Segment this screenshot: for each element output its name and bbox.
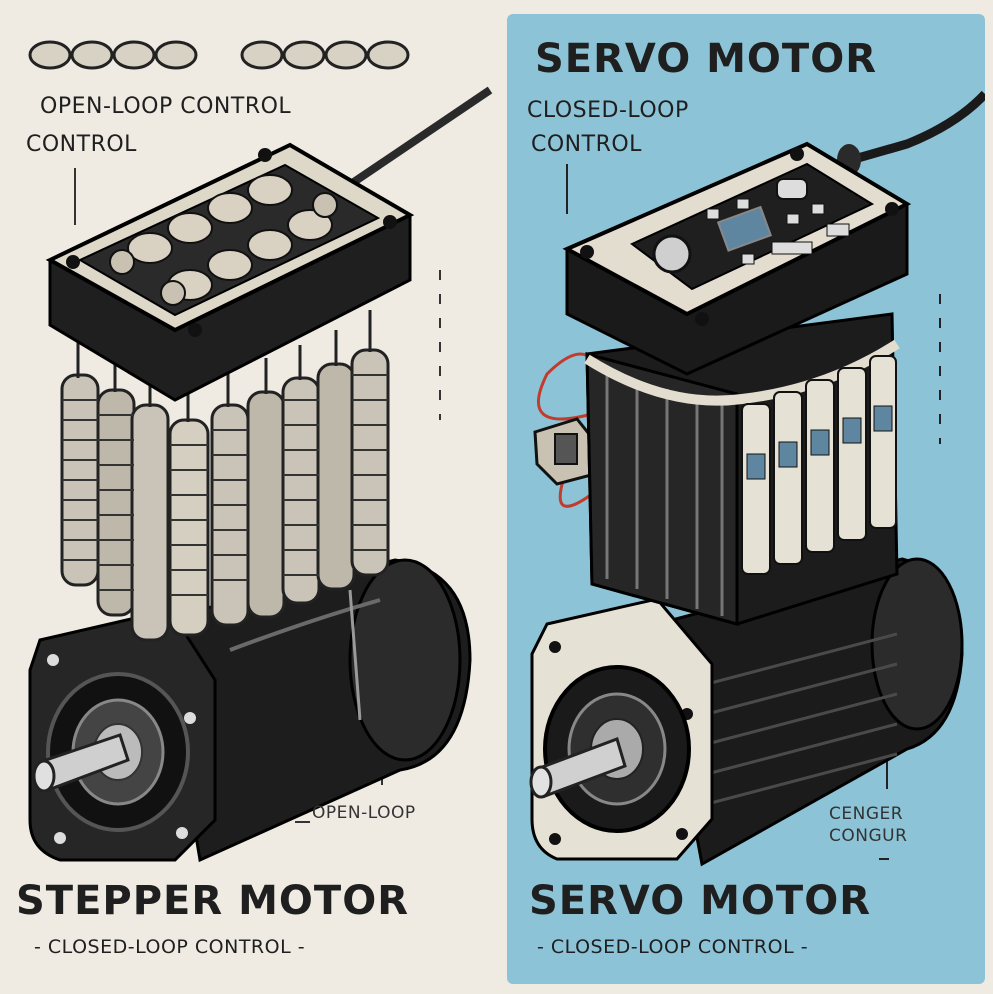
coil-windings bbox=[62, 374, 388, 596]
servo-panel: SERVO MOTOR CLOSED-LOOP CONTROL CENGER C… bbox=[507, 14, 985, 984]
stepper-front-flange bbox=[28, 608, 217, 862]
stepper-terminal-box bbox=[45, 142, 415, 402]
stepper-shaft bbox=[32, 733, 130, 793]
left-label-top-line2: CONTROL bbox=[26, 132, 137, 157]
servo-motor-body bbox=[655, 557, 964, 867]
right-label-top-line2: CONTROL bbox=[531, 132, 642, 157]
right-label-side-line1: CENGER bbox=[829, 804, 904, 824]
servo-front-flange bbox=[530, 597, 714, 861]
servo-shaft bbox=[529, 737, 627, 799]
servo-housing bbox=[584, 312, 900, 626]
left-label-top-line1: OPEN-LOOP CONTROL bbox=[40, 94, 292, 119]
stepper-motor-illustration bbox=[28, 40, 493, 863]
servo-title: SERVO MOTOR bbox=[529, 878, 872, 924]
stepper-cable bbox=[342, 86, 493, 192]
left-label-side: OPEN-LOOP bbox=[312, 803, 416, 823]
stepper-subtitle: - CLOSED-LOOP CONTROL - bbox=[34, 936, 306, 958]
servo-subtitle: - CLOSED-LOOP CONTROL - bbox=[537, 936, 809, 958]
servo-cable bbox=[835, 90, 985, 169]
right-label-top-line1: CLOSED-LOOP bbox=[527, 98, 689, 123]
servo-header-title: SERVO MOTOR bbox=[535, 36, 878, 82]
stepper-panel: OPEN-LOOP CONTROL CONTROL OPEN-LOOP STEP… bbox=[16, 40, 493, 958]
stepper-motor-body bbox=[158, 558, 472, 863]
right-label-side-line2: CONGUR bbox=[829, 826, 908, 846]
servo-motor-illustration bbox=[529, 90, 985, 867]
servo-controller-box bbox=[562, 141, 912, 376]
side-connector bbox=[533, 417, 599, 486]
stepper-coil-stack bbox=[60, 348, 390, 642]
coil-ribbon-decoration bbox=[28, 40, 410, 70]
stepper-title: STEPPER MOTOR bbox=[16, 878, 409, 924]
